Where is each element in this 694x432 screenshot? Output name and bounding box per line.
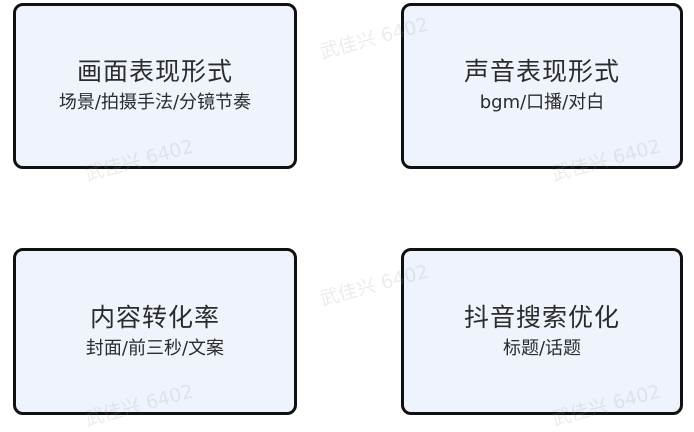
node-title: 抖音搜索优化	[463, 302, 620, 332]
node-audio-presentation: 声音表现形式 bgm/口播/对白	[401, 3, 683, 169]
node-subtitle: 标题/话题	[502, 337, 582, 359]
node-title: 声音表现形式	[463, 57, 620, 86]
node-subtitle: 封面/前三秒/文案	[85, 337, 225, 359]
node-title: 画面表现形式	[76, 57, 233, 86]
node-visual-presentation: 画面表现形式 场景/拍摄手法/分镜节奏	[13, 3, 297, 169]
node-subtitle: bgm/口播/对白	[479, 92, 605, 113]
node-douyin-search-optimization: 抖音搜索优化 标题/话题	[401, 248, 683, 415]
node-title: 内容转化率	[89, 302, 220, 332]
node-subtitle: 场景/拍摄手法/分镜节奏	[58, 92, 252, 113]
node-content-conversion: 内容转化率 封面/前三秒/文案	[13, 248, 297, 415]
